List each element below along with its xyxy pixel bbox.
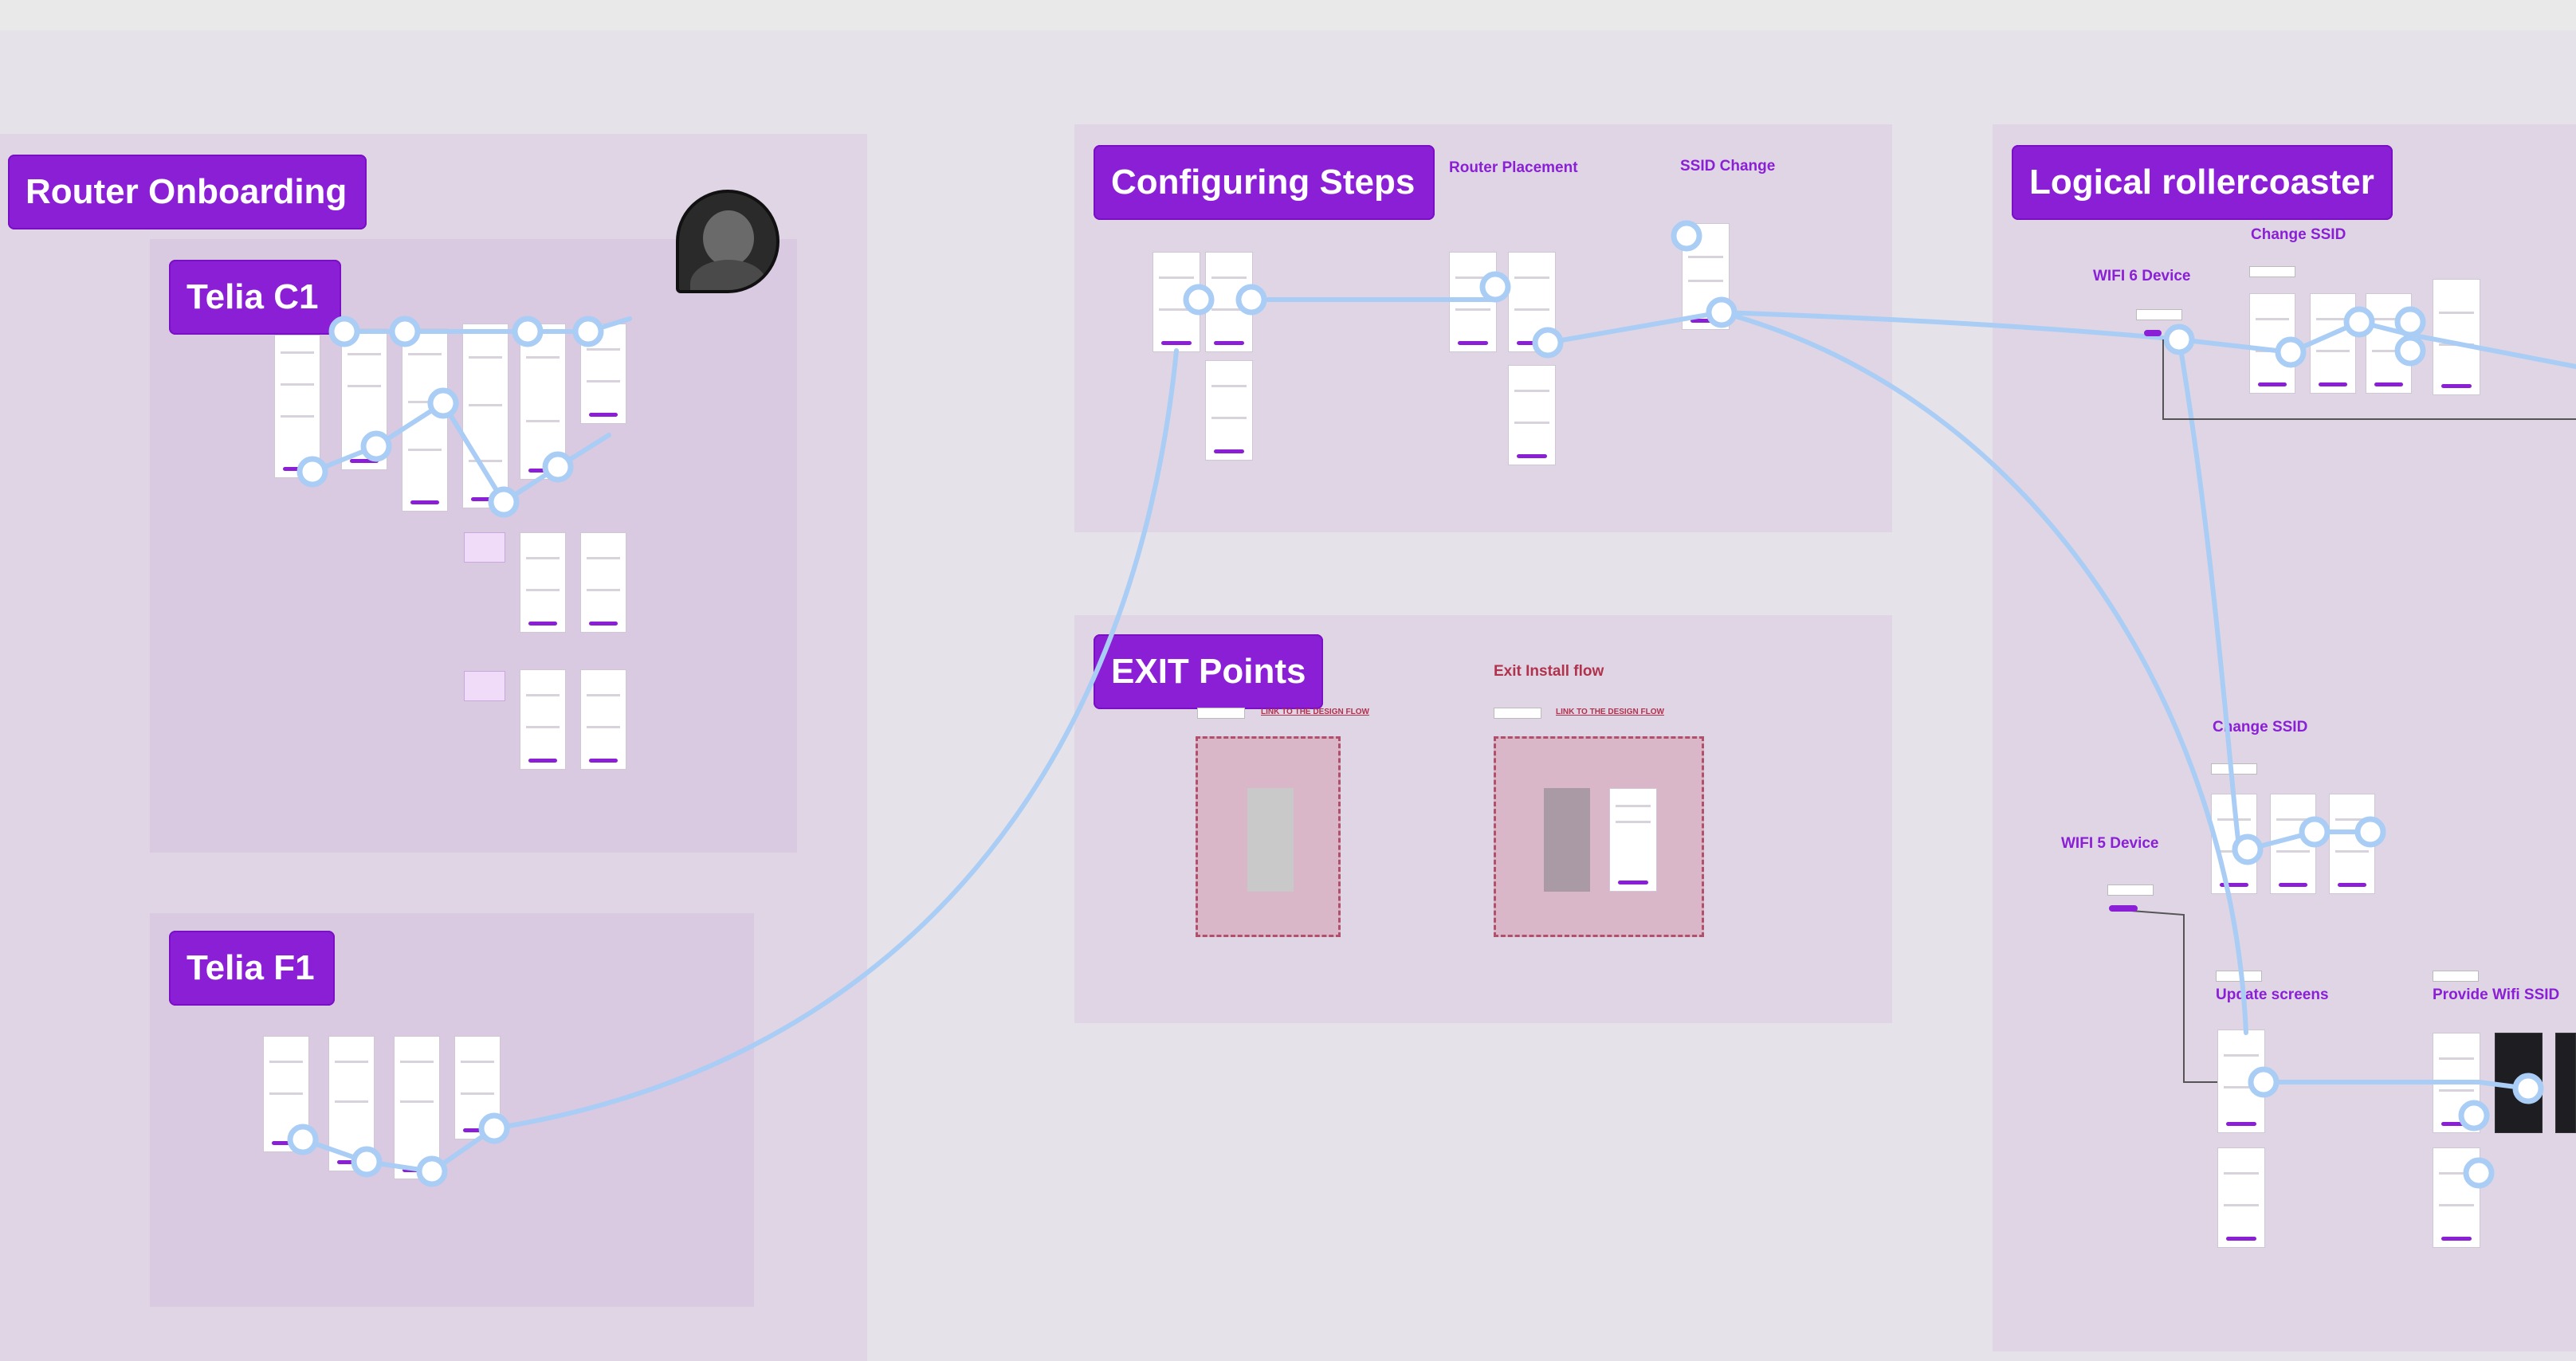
node (416, 1155, 448, 1187)
c1-mini-card-1[interactable] (464, 532, 505, 563)
avatar-icon[interactable] (676, 190, 779, 293)
exit-tag-1 (1197, 708, 1245, 719)
node (2299, 816, 2331, 848)
link-design-flow-1[interactable]: LINK TO THE DESIGN FLOW (1261, 708, 1369, 716)
node (2343, 306, 2375, 338)
node (1183, 284, 1215, 316)
tree-line-wifi6 (2162, 339, 2576, 420)
wifi5-pill (2109, 905, 2138, 912)
wifi5-tag (2107, 884, 2154, 896)
section-title-telia-f1[interactable]: Telia F1 (169, 931, 335, 1006)
section-title-configuring-steps[interactable]: Configuring Steps (1094, 145, 1435, 220)
c1-mini-card-2[interactable] (464, 671, 505, 701)
node (1671, 220, 1702, 252)
node (488, 486, 520, 518)
label-change-ssid-mid: Change SSID (2213, 719, 2308, 735)
link-design-flow-2[interactable]: LINK TO THE DESIGN FLOW (1556, 708, 1664, 716)
connector-placement-to-ssid (1545, 310, 1724, 345)
node (1479, 271, 1511, 303)
c1-screen-4[interactable] (462, 324, 509, 508)
node (1706, 296, 1738, 328)
node (2232, 833, 2264, 865)
node (351, 1146, 383, 1178)
label-wifi6-device: WIFI 6 Device (2093, 268, 2191, 284)
connector-c1-chain (310, 399, 611, 506)
avatar-body (690, 260, 767, 290)
tree-line-wifi5 (2119, 909, 2217, 1083)
canvas-top-bar (0, 0, 2576, 30)
update-screen-2[interactable] (2217, 1147, 2265, 1248)
node (1532, 327, 1564, 359)
node (2354, 816, 2386, 848)
change-ssid-mid-tag (2211, 763, 2257, 775)
connector-wifi6-steps (2177, 319, 2576, 369)
node (2512, 1073, 2544, 1104)
node (2275, 336, 2307, 368)
node (296, 456, 328, 488)
node (389, 316, 421, 347)
section-title-exit-points[interactable]: EXIT Points (1094, 634, 1323, 709)
wifi6-screen-4[interactable] (2433, 279, 2480, 395)
exit-box-1[interactable] (1196, 736, 1341, 937)
config-screen-3[interactable] (1205, 360, 1253, 461)
wifi6-tag (2136, 309, 2182, 320)
section-title-telia-c1[interactable]: Telia C1 (169, 260, 341, 335)
placement-screen-3[interactable] (1508, 365, 1556, 465)
node (1235, 284, 1267, 316)
label-provide-wifi-ssid: Provide Wifi SSID (2433, 986, 2560, 1003)
label-change-ssid-top: Change SSID (2251, 226, 2346, 243)
node (2163, 324, 2195, 355)
change-ssid-top-tag (2249, 266, 2295, 277)
c1-screen-9[interactable] (520, 669, 566, 770)
exit-box-1-screen (1247, 788, 1294, 892)
node (2248, 1066, 2280, 1098)
exit-box-2-screen-b (1609, 788, 1657, 892)
connector-f1-chain (300, 1126, 497, 1175)
c1-screen-3[interactable] (402, 328, 448, 512)
c1-screen-10[interactable] (580, 669, 626, 770)
connector-f1-to-config (492, 348, 1179, 1131)
exit-box-2-screen-a (1544, 788, 1590, 892)
c1-screen-8[interactable] (580, 532, 626, 633)
node (287, 1124, 319, 1155)
connector-ssid-to-update (1719, 310, 2248, 1035)
c1-screen-7[interactable] (520, 532, 566, 633)
label-exit-install-flow: Exit Install flow (1494, 663, 1604, 680)
section-title-router-onboarding[interactable]: Router Onboarding (8, 155, 367, 229)
avatar-face (703, 210, 754, 266)
label-router-placement: Router Placement (1449, 159, 1578, 176)
provide-ssid-tag (2433, 971, 2479, 982)
exit-tag-2 (1494, 708, 1541, 719)
node (2394, 335, 2426, 367)
section-title-logical-rollercoaster[interactable]: Logical rollercoaster (2012, 145, 2393, 220)
node (328, 316, 360, 347)
node (542, 451, 574, 483)
f1-screen-3[interactable] (394, 1036, 440, 1179)
exit-box-2[interactable] (1494, 736, 1704, 937)
label-ssid-change: SSID Change (1680, 158, 1776, 175)
node (427, 387, 459, 419)
connector-ssid-to-wifi6 (1719, 310, 2181, 342)
node (512, 316, 544, 347)
label-wifi5-device: WIFI 5 Device (2061, 835, 2159, 852)
node (478, 1112, 510, 1144)
node (360, 430, 392, 462)
node (2458, 1100, 2490, 1132)
node (572, 316, 604, 347)
node (2463, 1157, 2495, 1189)
node (2394, 306, 2426, 338)
wifi6-pill (2144, 330, 2162, 336)
connector-wifi6-down (2177, 337, 2242, 855)
